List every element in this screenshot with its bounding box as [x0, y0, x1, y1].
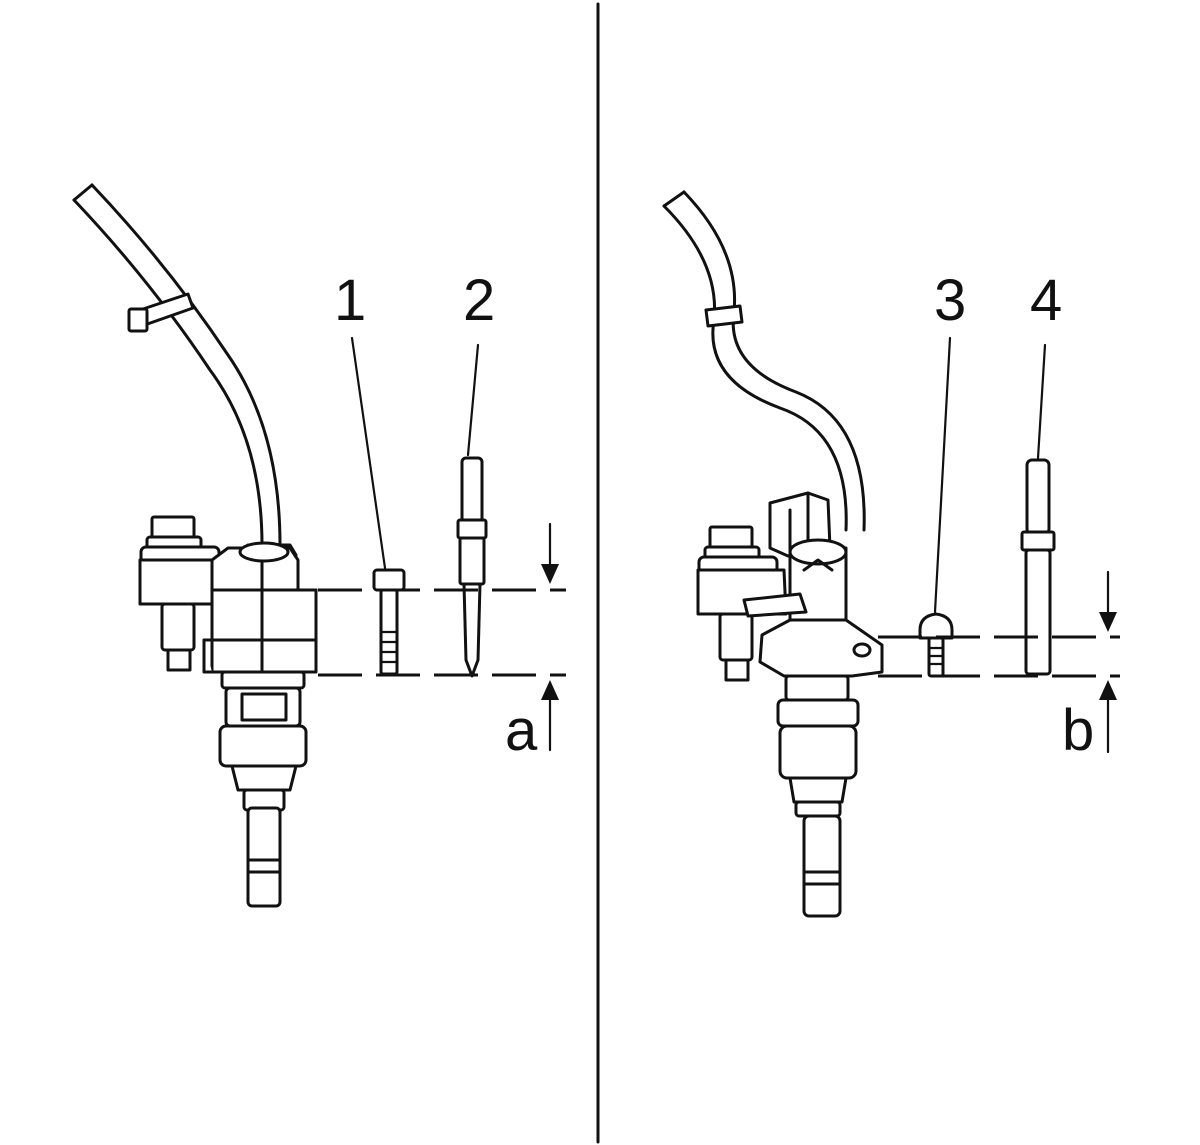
left-tool-part-2 — [456, 343, 488, 678]
callout-3: 3 — [934, 268, 966, 333]
callout-a: a — [505, 698, 538, 763]
left-screw-part-1 — [350, 336, 406, 676]
right-tool-part-4 — [1020, 343, 1056, 676]
left-mounting-stud — [138, 515, 230, 672]
left-panel: 1 2 a — [72, 183, 566, 908]
dimension-a — [318, 522, 566, 752]
callout-2: 2 — [463, 268, 495, 333]
right-panel: 3 4 b — [662, 190, 1120, 918]
callout-b: b — [1062, 698, 1094, 763]
right-screw-part-3 — [918, 336, 954, 678]
callout-4: 4 — [1030, 268, 1062, 333]
left-injector-body — [202, 541, 318, 908]
right-injector-body — [742, 538, 884, 918]
left-fuel-pipe — [72, 183, 282, 547]
right-fuel-pipe — [662, 190, 866, 532]
callout-1: 1 — [334, 268, 366, 333]
dimension-b — [878, 570, 1120, 754]
right-mounting-stud — [696, 525, 788, 682]
